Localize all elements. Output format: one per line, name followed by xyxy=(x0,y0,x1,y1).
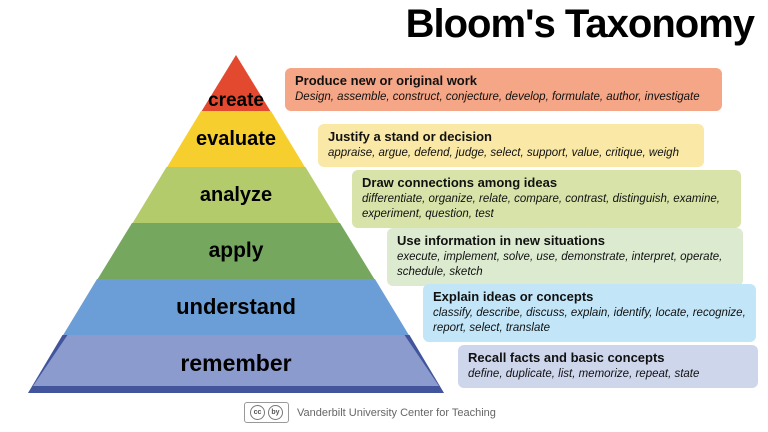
pyramid-band-understand xyxy=(62,279,410,336)
pyramid-band-apply xyxy=(97,223,375,280)
definition-box-understand: Explain ideas or concepts classify, desc… xyxy=(423,284,756,342)
definition-heading: Justify a stand or decision xyxy=(328,129,492,144)
definition-heading: Draw connections among ideas xyxy=(362,175,558,190)
cc-by-circle-icon: by xyxy=(268,405,283,420)
definition-verbs: classify, describe, discuss, explain, id… xyxy=(433,307,746,334)
definition-heading: Explain ideas or concepts xyxy=(433,289,594,304)
definition-verbs: Design, assemble, construct, conjecture,… xyxy=(295,91,700,103)
creative-commons-icon: cc by xyxy=(244,402,289,423)
definition-verbs: define, duplicate, list, memorize, repea… xyxy=(468,368,700,380)
definition-verbs: appraise, argue, defend, judge, select, … xyxy=(328,147,679,159)
level-label-analyze: analyze xyxy=(199,183,273,206)
level-label-create: create xyxy=(208,90,264,111)
definition-box-evaluate: Justify a stand or decision appraise, ar… xyxy=(318,124,704,167)
definition-box-analyze: Draw connections among ideas differentia… xyxy=(352,170,741,228)
level-label-remember: remember xyxy=(180,349,292,376)
definition-box-create: Produce new or original work Design, ass… xyxy=(285,68,722,111)
page-title: Bloom's Taxonomy xyxy=(405,2,755,46)
pyramid-band-analyze xyxy=(132,167,340,224)
definition-verbs: execute, implement, solve, use, demonstr… xyxy=(397,251,723,278)
level-label-understand: understand xyxy=(176,294,296,319)
definition-heading: Recall facts and basic concepts xyxy=(468,350,665,365)
level-label-apply: apply xyxy=(208,239,264,262)
taxonomy-pyramid: create evaluate analyze apply understand… xyxy=(28,55,444,393)
definition-verbs: differentiate, organize, relate, compare… xyxy=(362,193,720,220)
definition-heading: Produce new or original work xyxy=(295,73,478,88)
definition-heading: Use information in new situations xyxy=(397,233,606,248)
definition-box-apply: Use information in new situations execut… xyxy=(387,228,743,286)
cc-circle-icon: cc xyxy=(250,405,265,420)
definition-box-remember: Recall facts and basic concepts define, … xyxy=(458,345,758,388)
pyramid-band-remember xyxy=(32,335,440,387)
credit-text: Vanderbilt University Center for Teachin… xyxy=(297,406,496,419)
footer: cc by Vanderbilt University Center for T… xyxy=(244,402,496,423)
level-label-evaluate: evaluate xyxy=(195,127,277,150)
